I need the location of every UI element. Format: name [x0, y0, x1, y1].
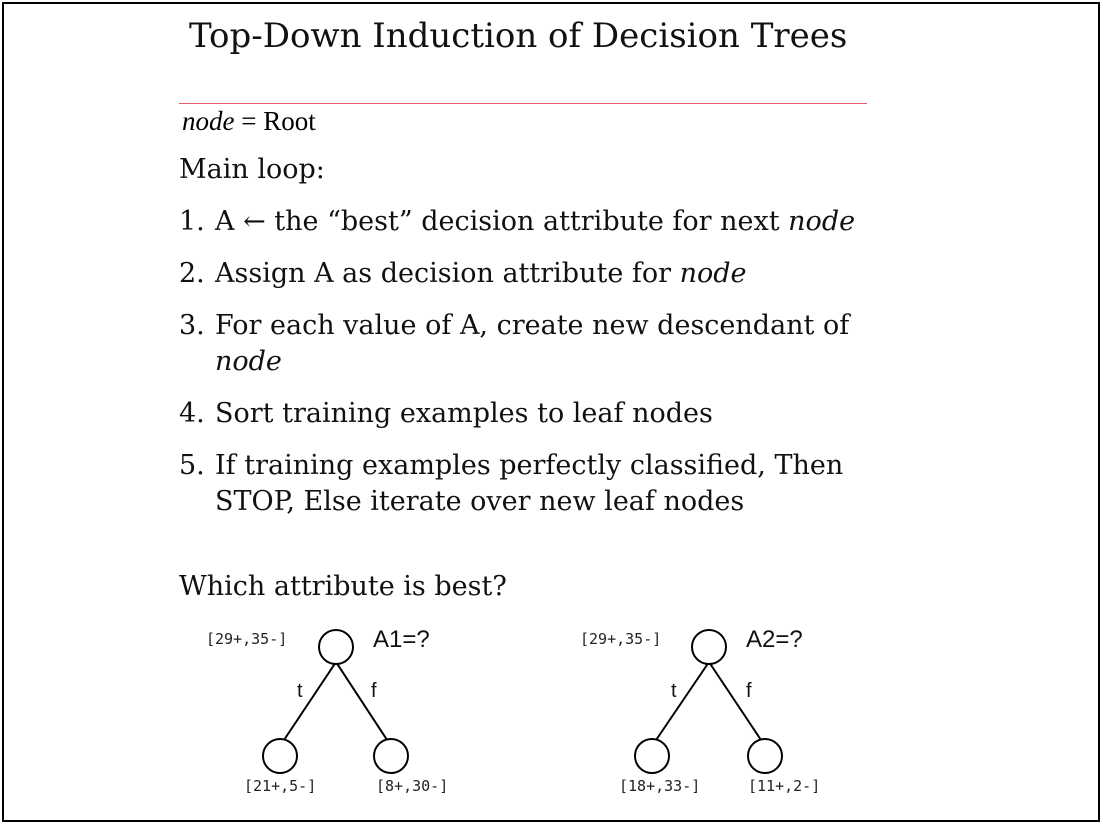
tree-a1-left-edge: [279, 661, 337, 747]
step-text: Sort training examples to leaf nodes: [215, 396, 713, 432]
decision-trees-diagram: [262, 629, 783, 774]
slide-title: Top-Down Induction of Decision Trees: [189, 16, 848, 56]
step-text-main: Assign A as decision attribute for: [215, 258, 680, 289]
tree-a2-left-edge: [651, 661, 710, 747]
tree-a1-right-counts: [8+,30-]: [376, 777, 449, 795]
question-heading: Which attribute is best?: [179, 571, 507, 602]
step-number: 4.: [179, 398, 205, 429]
tree-a1-label: A1=?: [373, 626, 430, 653]
tree-a1-root-counts: [29+,35-]: [206, 630, 288, 648]
step-number: 1.: [179, 206, 205, 237]
step-text: Assign A as decision attribute for node: [215, 256, 747, 292]
node-variable: node: [182, 106, 235, 136]
tree-a2-root-counts: [29+,35-]: [580, 630, 662, 648]
tree-a2-root-node: [691, 629, 727, 665]
step-number: 2.: [179, 258, 205, 289]
node-assignment: node = Root: [182, 106, 316, 137]
tree-a1-root-node: [318, 629, 354, 665]
step-number: 3.: [179, 310, 205, 341]
tree-a1-left-counts: [21+,5-]: [244, 777, 317, 795]
node-equals-root: = Root: [234, 106, 316, 136]
step-text: If training examples perfectly classifie…: [215, 448, 843, 520]
step-text: For each value of A, create new descenda…: [215, 308, 849, 380]
tree-a2-left-leaf: [634, 738, 670, 774]
tree-a2-right-edge: [708, 661, 766, 747]
title-divider: [179, 103, 867, 104]
tree-a1-edge-t: t: [297, 680, 303, 702]
tree-a1-right-edge: [335, 661, 392, 747]
step-text-italic: node: [679, 258, 747, 289]
step-text-italic: node: [788, 206, 856, 237]
tree-a2-left-counts: [18+,33-]: [619, 777, 701, 795]
tree-a1-right-leaf: [373, 738, 409, 774]
step-text-italic: node: [215, 346, 282, 377]
tree-a2: [634, 629, 783, 774]
step-text: A ← the “best” decision attribute for ne…: [215, 204, 855, 240]
tree-a1: [262, 629, 409, 774]
tree-a1-left-leaf: [262, 738, 298, 774]
step-text-main: A ← the “best” decision attribute for ne…: [215, 206, 789, 237]
step-text-main: Sort training examples to leaf nodes: [215, 398, 713, 429]
step-number: 5.: [179, 450, 205, 481]
step-text-second-line: STOP, Else iterate over new leaf nodes: [215, 486, 745, 517]
tree-a2-right-leaf: [747, 738, 783, 774]
main-loop-heading: Main loop:: [179, 154, 325, 185]
tree-a2-edge-f: f: [746, 680, 752, 702]
step-text-main: For each value of A, create new descenda…: [215, 310, 850, 341]
step-text-main: If training examples perfectly classifie…: [215, 450, 844, 481]
tree-a2-label: A2=?: [746, 626, 803, 653]
tree-a1-edge-f: f: [371, 680, 377, 702]
tree-a2-right-counts: [11+,2-]: [748, 777, 821, 795]
tree-a2-edge-t: t: [671, 680, 677, 702]
